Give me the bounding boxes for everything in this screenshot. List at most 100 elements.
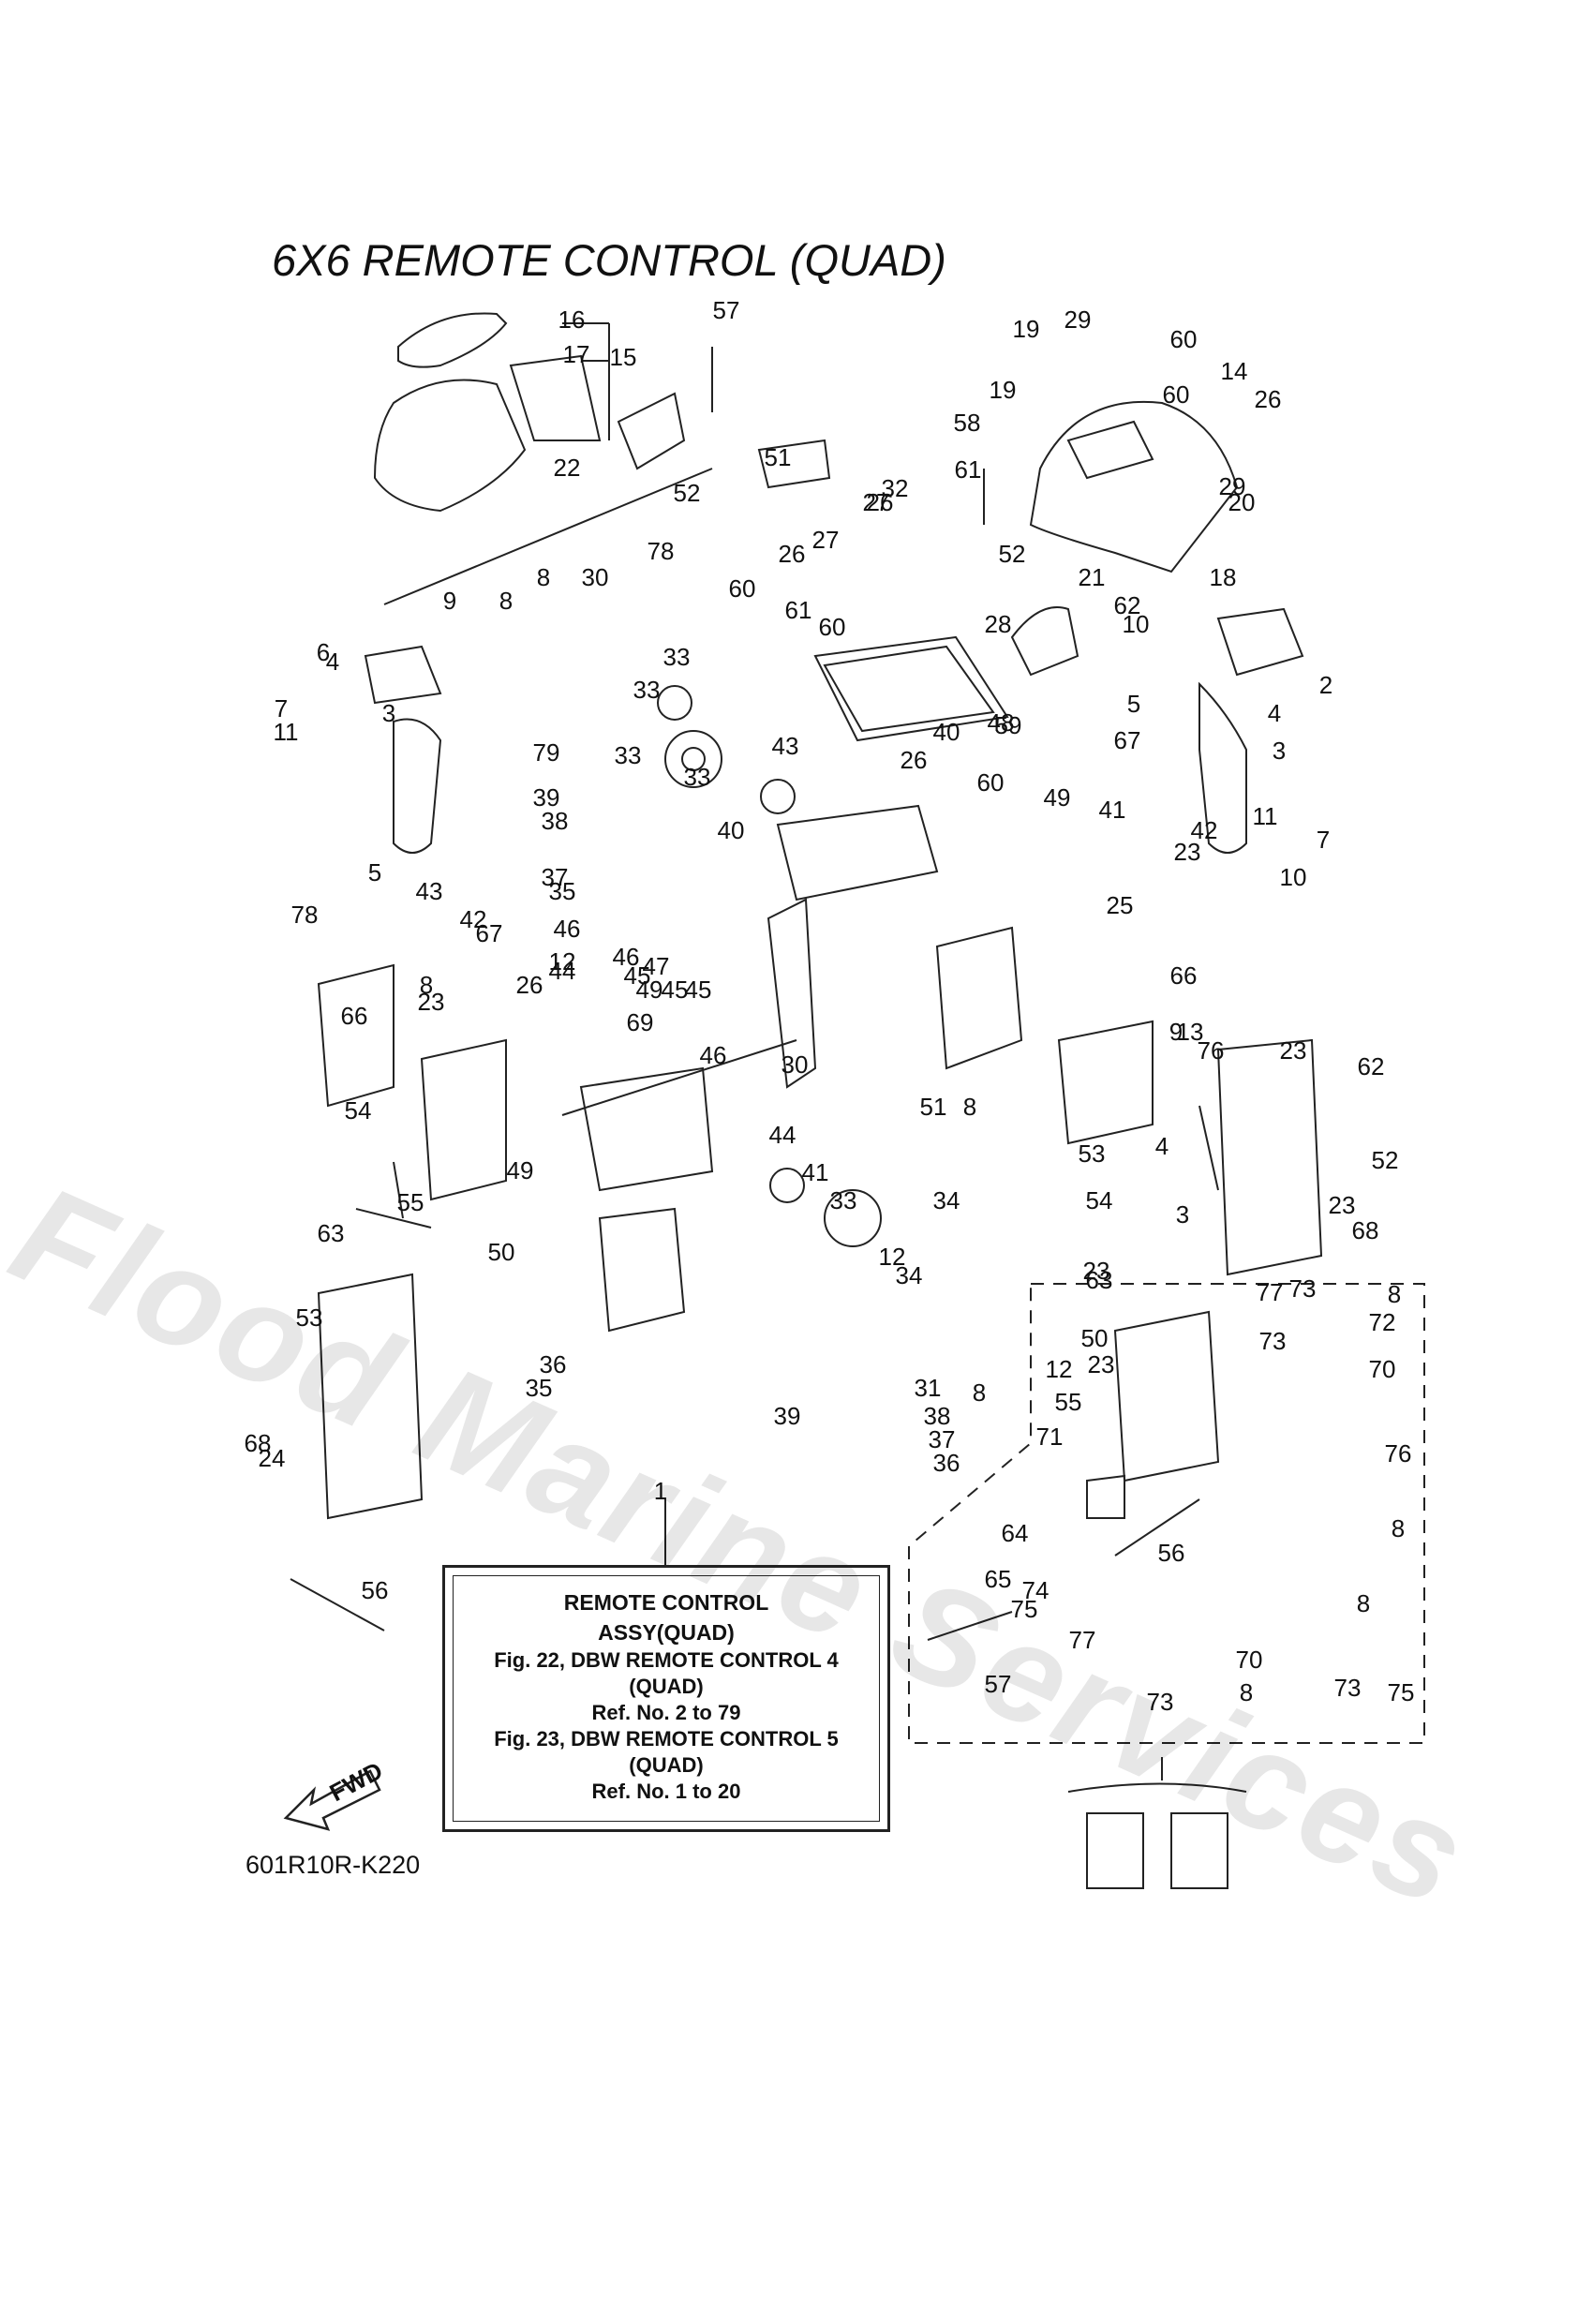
callout-number: 27 [812, 526, 840, 554]
gear-part-31 [664, 730, 722, 788]
callout-number: 29 [1064, 305, 1092, 334]
callout-number: 73 [1334, 1674, 1362, 1702]
callout-number: 7 [275, 694, 288, 723]
callout-number: 61 [785, 596, 812, 624]
callout-number: 3 [382, 699, 395, 727]
callout-number: 68 [1352, 1216, 1379, 1244]
callout-number: 66 [341, 1002, 368, 1030]
cable-tie-53-kit-2 [927, 1611, 1013, 1641]
callout-number: 23 [1083, 1257, 1110, 1285]
info-ref-line: Ref. No. 1 to 20 [591, 1780, 741, 1803]
callout-number: 44 [769, 1121, 796, 1149]
callout-number: 48 [988, 708, 1015, 737]
bracket-part-66 [1086, 1474, 1125, 1519]
callout-number: 37 [929, 1425, 956, 1453]
callout-number: 56 [362, 1576, 389, 1604]
callout-number: 8 [537, 563, 550, 591]
callout-number: 77 [1257, 1278, 1284, 1306]
callout-number: 43 [772, 732, 799, 760]
info-heading-1: REMOTE CONTROL [563, 1590, 769, 1615]
info-ref-line: Fig. 23, DBW REMOTE CONTROL 5 [494, 1727, 839, 1750]
control-unit-52-left [420, 1038, 507, 1201]
callout-number: 9 [443, 587, 456, 615]
callout-number: 8 [1357, 1589, 1370, 1617]
cable-tie-53 [290, 1578, 385, 1631]
callout-number: 21 [1079, 563, 1106, 591]
callout-number: 73 [1147, 1688, 1174, 1716]
callout-number: 33 [830, 1186, 857, 1214]
callout-number: 55 [397, 1188, 424, 1216]
callout-number: 10 [1123, 610, 1150, 638]
callout-number: 33 [663, 643, 691, 671]
cover-part-15 [397, 312, 508, 368]
callout-number: 23 [1088, 1350, 1115, 1378]
callout-number: 68 [245, 1429, 272, 1457]
callout-number: 53 [1079, 1140, 1106, 1168]
info-ref-line: Ref. No. 2 to 79 [591, 1701, 741, 1724]
callout-number: 49 [507, 1156, 534, 1184]
callout-number: 8 [1392, 1514, 1405, 1542]
callout-number: 5 [1127, 690, 1140, 718]
callout-number: 62 [1114, 591, 1141, 619]
callout-number: 23 [1329, 1191, 1356, 1219]
callout-number: 2 [1319, 671, 1332, 699]
callout-number: 37 [542, 863, 569, 891]
control-unit-51-right [1057, 1020, 1154, 1145]
callout-number: 1 [654, 1477, 667, 1505]
callout-number: 52 [1372, 1146, 1399, 1174]
callout-number: 16 [558, 305, 586, 334]
callout-number: 76 [1198, 1036, 1225, 1065]
callout-number: 57 [985, 1670, 1012, 1698]
callout-number: 12 [549, 947, 576, 976]
frame-part-28 [767, 898, 817, 1089]
callout-number: 72 [1369, 1308, 1396, 1336]
callout-number: 11 [274, 718, 299, 746]
callout-number: 54 [1086, 1186, 1113, 1214]
callout-number: 51 [920, 1093, 947, 1121]
callout-number: 39 [533, 783, 560, 812]
callout-number: 76 [1385, 1439, 1412, 1467]
callout-number: 23 [1174, 838, 1201, 866]
callout-number: 42 [460, 905, 487, 933]
callout-number: 36 [540, 1350, 567, 1378]
callout-number: 5 [368, 858, 381, 886]
callout-number: 77 [1069, 1626, 1096, 1654]
cover-part-14 [373, 379, 527, 513]
callout-number: 12 [879, 1243, 906, 1271]
control-unit-52-mid [935, 926, 1023, 1070]
callout-number: 52 [999, 540, 1026, 568]
bearing-part-41 [760, 779, 796, 814]
callout-number: 46 [700, 1041, 727, 1069]
callout-number: 31 [915, 1374, 942, 1402]
callout-number: 30 [582, 563, 609, 591]
info-box: REMOTE CONTROL ASSY(QUAD) Fig. 22, DBW R… [442, 1565, 890, 1832]
callout-number: 13 [1177, 1018, 1204, 1046]
callout-number: 60 [1163, 380, 1190, 409]
callout-number: 35 [549, 877, 576, 905]
gear-assembly [776, 804, 939, 901]
info-ref-line: (QUAD) [629, 1753, 704, 1777]
callout-number: 63 [1086, 1266, 1113, 1294]
callout-number: 75 [1388, 1678, 1415, 1706]
callout-number: 61 [955, 455, 982, 484]
info-heading-2: ASSY(QUAD) [598, 1620, 735, 1645]
callout-number: 45 [624, 961, 651, 990]
cover-part-13 [1029, 400, 1239, 574]
callout-number: 34 [933, 1186, 960, 1214]
callout-number: 55 [1055, 1388, 1082, 1416]
callout-number: 51 [765, 443, 792, 471]
callout-number: 56 [1158, 1539, 1185, 1567]
callout-number: 62 [1358, 1052, 1385, 1080]
callout-number: 58 [954, 409, 981, 437]
info-ref-line: Fig. 22, DBW REMOTE CONTROL 4 [494, 1648, 839, 1672]
callout-number: 45 [685, 976, 712, 1004]
callout-number: 33 [633, 676, 661, 704]
callout-number: 32 [882, 474, 909, 502]
lever-part-3-left [393, 718, 442, 854]
callout-number: 60 [819, 613, 846, 641]
callout-number: 67 [1114, 726, 1141, 754]
callout-number: 3 [1273, 737, 1286, 765]
callout-number: 70 [1236, 1646, 1263, 1674]
callout-number: 38 [542, 807, 569, 835]
